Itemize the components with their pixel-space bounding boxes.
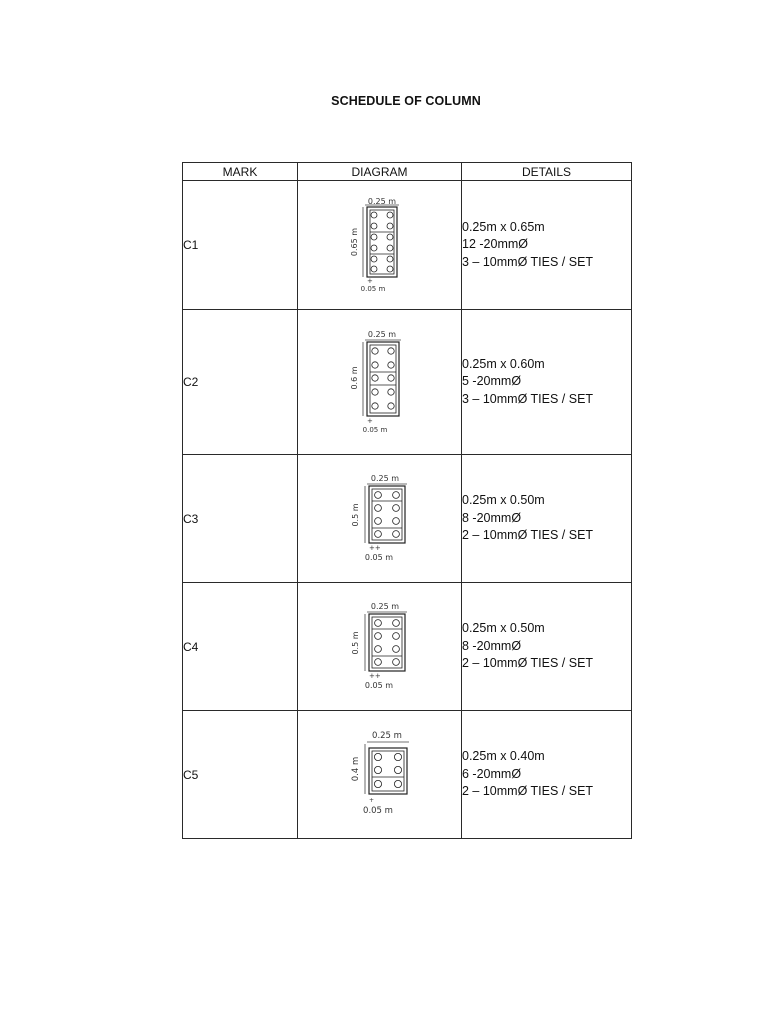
table-row: C1 0.25 m 0.65 m	[182, 180, 632, 310]
column-size: 0.25m x 0.50m	[462, 493, 545, 508]
diagram-cell: 0.25 m 0.6 m + 0.05 m	[297, 309, 462, 455]
svg-text:+: +	[367, 417, 373, 425]
width-dimension-label: 0.25 m	[367, 197, 395, 206]
width-dimension-label: 0.25 m	[372, 731, 402, 741]
ties: 3 – 10mmØ TIES / SET	[462, 391, 594, 406]
page-title: SCHEDULE OF COLUMN	[331, 94, 481, 108]
svg-text:++: ++	[369, 544, 381, 552]
height-dimension-label: 0.65 m	[350, 228, 359, 256]
main-bars: 5 -20mmØ	[462, 374, 522, 389]
svg-text:++: ++	[369, 672, 381, 680]
cover-dimension-label: 0.05 m	[364, 681, 392, 690]
width-dimension-label: 0.25 m	[370, 602, 398, 611]
width-dimension-label: 0.25 m	[367, 330, 395, 339]
details-cell: 0.25m x 0.40m 6 -20mmØ 2 – 10mmØ TIES / …	[461, 710, 632, 839]
main-bars: 12 -20mmØ	[462, 237, 528, 252]
main-bars: 8 -20mmØ	[462, 510, 522, 525]
diagram-cell: 0.25 m 0.65 m +	[297, 180, 462, 310]
column-section-diagram: 0.25 m 0.6 m + 0.05 m	[350, 330, 401, 434]
column-size: 0.25m x 0.60m	[462, 356, 545, 371]
width-dimension-label: 0.25 m	[370, 474, 398, 483]
column-size: 0.25m x 0.50m	[462, 621, 545, 636]
ties: 2 – 10mmØ TIES / SET	[462, 656, 594, 671]
svg-text:+: +	[369, 797, 374, 804]
mark-cell: C4	[182, 582, 298, 711]
table-row: C2 0.25 m 0.6 m	[182, 309, 632, 455]
svg-text:+: +	[367, 277, 373, 285]
details-cell: 0.25m x 0.60m 5 -20mmØ 3 – 10mmØ TIES / …	[461, 309, 632, 455]
column-section-diagram: 0.25 m 0.5 m ++ 0.05 m	[351, 602, 407, 690]
column-size: 0.25m x 0.40m	[462, 749, 545, 764]
diagram-cell: 0.25 m 0.4 m + 0.05 m	[297, 710, 462, 839]
height-dimension-label: 0.5 m	[351, 503, 360, 526]
column-schedule-table: MARK DIAGRAM DETAILS C1 0.25 m 0.65 m	[182, 162, 632, 839]
height-dimension-label: 0.4 m	[351, 756, 361, 781]
cover-dimension-label: 0.05 m	[363, 806, 393, 816]
main-bars: 6 -20mmØ	[462, 766, 522, 781]
ties: 3 – 10mmØ TIES / SET	[462, 254, 594, 269]
column-section-diagram: 0.25 m 0.5 m ++ 0.05 m	[351, 474, 407, 562]
ties: 2 – 10mmØ TIES / SET	[462, 784, 594, 799]
header-details: DETAILS	[461, 162, 632, 181]
details-cell: 0.25m x 0.50m 8 -20mmØ 2 – 10mmØ TIES / …	[461, 582, 632, 711]
table-row: C4 0.25 m 0.5 m	[182, 582, 632, 711]
height-dimension-label: 0.5 m	[351, 631, 360, 654]
mark-cell: C1	[182, 180, 298, 310]
column-size: 0.25m x 0.65m	[462, 219, 545, 234]
table-row: C3 0.25 m 0.5 m	[182, 454, 632, 583]
column-section-diagram: 0.25 m 0.4 m + 0.05 m	[351, 731, 409, 816]
height-dimension-label: 0.6 m	[350, 366, 359, 389]
table-row: C5 0.25 m 0.4 m + 0.05 m	[182, 710, 632, 839]
header-diagram: DIAGRAM	[297, 162, 462, 181]
mark-cell: C5	[182, 710, 298, 839]
details-cell: 0.25m x 0.50m 8 -20mmØ 2 – 10mmØ TIES / …	[461, 454, 632, 583]
cover-dimension-label: 0.05 m	[362, 426, 387, 434]
header-mark: MARK	[182, 162, 298, 181]
cover-dimension-label: 0.05 m	[364, 553, 392, 562]
cover-dimension-label: 0.05 m	[360, 285, 385, 293]
table-header-row: MARK DIAGRAM DETAILS	[182, 162, 632, 181]
column-section-diagram: 0.25 m 0.65 m +	[350, 197, 399, 293]
diagram-cell: 0.25 m 0.5 m ++ 0.05 m	[297, 582, 462, 711]
mark-cell: C3	[182, 454, 298, 583]
mark-cell: C2	[182, 309, 298, 455]
details-cell: 0.25m x 0.65m 12 -20mmØ 3 – 10mmØ TIES /…	[461, 180, 632, 310]
diagram-cell: 0.25 m 0.5 m ++ 0.05 m	[297, 454, 462, 583]
ties: 2 – 10mmØ TIES / SET	[462, 528, 594, 543]
main-bars: 8 -20mmØ	[462, 638, 522, 653]
